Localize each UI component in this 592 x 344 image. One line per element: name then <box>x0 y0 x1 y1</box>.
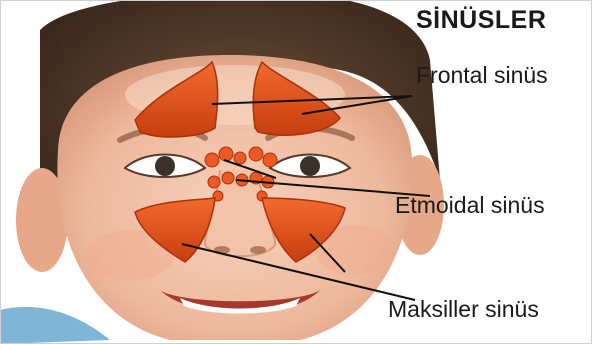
label-ethmoid-sinus: Etmoidal sinüs <box>395 192 545 219</box>
label-frontal-sinus: Frontal sinüs <box>416 62 548 89</box>
left-iris <box>155 156 175 176</box>
right-iris <box>300 156 320 176</box>
right-nostril <box>250 246 266 254</box>
diagram-title: SİNÜSLER <box>416 6 546 35</box>
label-maxillary-sinus: Maksiller sinüs <box>388 296 539 323</box>
